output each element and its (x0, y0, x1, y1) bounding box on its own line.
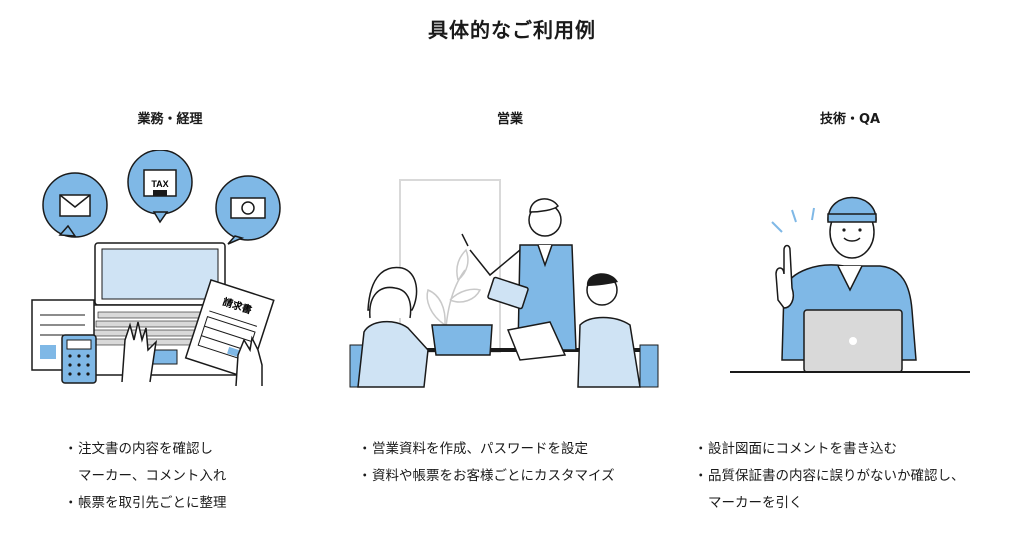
accounting-illustration: TAX (31, 150, 281, 387)
laptop-icon (506, 321, 567, 361)
left-hand (121, 321, 158, 383)
column-title-accounting: 業務・経理 (137, 112, 203, 127)
bullet-list-sales: ・営業資料を作成、パスワードを設定 ・資料や帳票をお客様ごとにカスタマイズ (358, 436, 615, 490)
usecase-column-engineering: 技術・QA ・設計図面にコメントを書き込む ・品質保証書の内容に誤りがないか確認… (680, 0, 1020, 537)
engineer-illustration (730, 196, 970, 373)
bullet-item: ・品質保証書の内容に誤りがないか確認し、 (694, 468, 965, 484)
usecase-column-accounting: 業務・経理 TAX (0, 0, 340, 537)
tax-label: TAX (151, 179, 168, 189)
usecase-column-sales: 営業 (340, 0, 680, 537)
bullet-item-continuation: マーカー、コメント入れ (78, 468, 227, 484)
bullet-list-engineering: ・設計図面にコメントを書き込む ・品質保証書の内容に誤りがないか確認し、 マーカ… (694, 436, 965, 517)
money-bubble-icon (215, 175, 281, 245)
woman-figure (357, 266, 429, 388)
tax-bubble-icon: TAX (127, 150, 193, 224)
bullet-list-accounting: ・注文書の内容を確認し マーカー、コメント入れ ・帳票を取引先ごとに整理 (64, 436, 227, 517)
calculator-icon (61, 334, 97, 384)
bullet-item-continuation: マーカーを引く (708, 495, 803, 511)
sales-meeting-illustration (349, 179, 659, 388)
mail-bubble-icon (42, 172, 108, 238)
right-hand (235, 335, 263, 387)
bullet-item: ・資料や帳票をお客様ごとにカスタマイズ (358, 468, 615, 484)
presenter-figure (461, 198, 577, 351)
bullet-item: ・帳票を取引先ごとに整理 (64, 495, 227, 511)
laptop-icon (431, 324, 493, 356)
column-title-sales: 営業 (496, 112, 523, 127)
bullet-item: ・設計図面にコメントを書き込む (694, 441, 897, 457)
raised-hand (775, 244, 795, 309)
sparkle-icon (771, 207, 815, 233)
page-title: 具体的なご利用例 (428, 18, 596, 42)
tablet-icon (487, 276, 529, 310)
column-title-engineering: 技術・QA (819, 112, 881, 127)
bullet-item: ・営業資料を作成、パスワードを設定 (358, 441, 588, 457)
seated-man-figure (577, 273, 641, 388)
bullet-item: ・注文書の内容を確認し (64, 441, 213, 457)
